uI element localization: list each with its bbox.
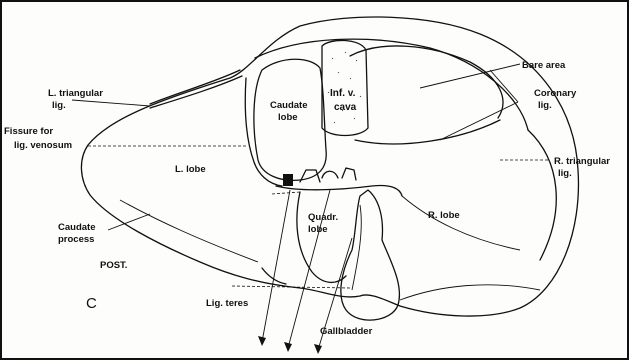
caudate-process-edge (120, 200, 258, 262)
label-l-triangular-2: lig. (52, 100, 66, 111)
porta-structures (300, 168, 356, 182)
label-bare-area: Bare area (522, 60, 566, 71)
coronary-ligament-lower (355, 120, 500, 144)
bare-area-outline (350, 46, 503, 118)
label-r-triangular-1: R. triangular (554, 156, 610, 167)
lower-inner-edge (400, 285, 540, 300)
label-caudate-process-2: process (58, 234, 94, 245)
quadrate-lobe-outline (297, 192, 346, 282)
label-l-lobe: L. lobe (175, 164, 206, 175)
label-quadr-lobe-2: lobe (308, 224, 328, 235)
label-r-triangular-2: lig. (558, 168, 572, 179)
leader-porta (272, 192, 300, 194)
gallbladder (341, 190, 400, 320)
label-coronary-1: Coronary (534, 88, 577, 99)
label-coronary-2: lig. (538, 100, 552, 111)
leader-coronary-a (490, 70, 518, 102)
label-lig-teres: Lig. teres (206, 298, 248, 309)
label-quadr-lobe-1: Quadr. (308, 212, 338, 223)
label-caudate-process-1: Caudate (58, 222, 95, 233)
label-gallbladder: Gallbladder (320, 326, 373, 337)
porta-hepatis (276, 185, 402, 196)
label-post: POST. (100, 260, 127, 271)
label-r-lobe: R. lobe (428, 210, 460, 221)
label-caudate-lobe-2: lobe (278, 112, 298, 123)
label-inf-v-cava-1: Inf. v. (330, 88, 356, 99)
label-panel-c: C (86, 295, 97, 312)
right-triangular-ligament (528, 130, 556, 260)
label-l-triangular-1: L. triangular (48, 88, 103, 99)
label-fissure-1: Fissure for (4, 126, 53, 137)
label-inf-v-cava-2: cava (334, 102, 357, 113)
leader-coronary-b (440, 102, 518, 140)
label-fissure-2: lig. venosum (14, 140, 72, 151)
leader-l-triangular (72, 100, 150, 106)
leader-bare-area (420, 64, 520, 88)
right-lobe-boundary (402, 196, 520, 250)
liver-outline (81, 17, 578, 316)
label-caudate-lobe-1: Caudate (270, 100, 307, 111)
portal-vein-mark (283, 174, 293, 186)
